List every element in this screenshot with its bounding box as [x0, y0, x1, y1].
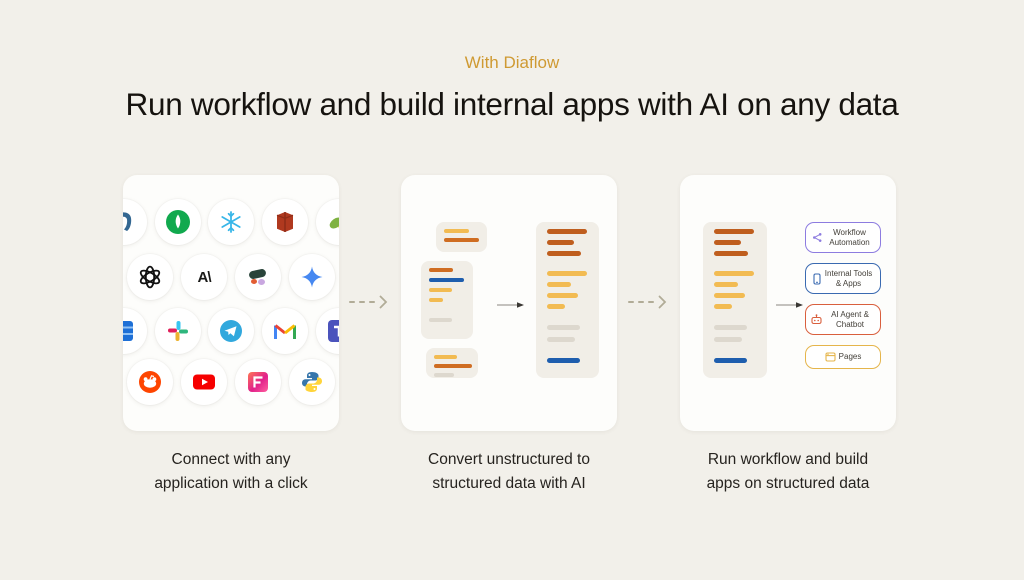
workflow-automation-chip: Workflow Automation: [805, 222, 881, 253]
robot-icon: [811, 314, 822, 325]
telegram-icon: [208, 308, 254, 354]
f-gradient-app-icon: [235, 359, 281, 405]
caption-connect: Connect with any application with a clic…: [123, 448, 339, 496]
chip-label: Workflow Automation: [829, 228, 870, 247]
unstructured-snippet-card: [421, 261, 473, 339]
chevron-right-icon: [379, 295, 388, 309]
dashed-arrow-2: [628, 295, 667, 309]
cohere-icon: [235, 254, 281, 300]
gemini-icon: [289, 254, 335, 300]
caption-line: application with a click: [154, 475, 308, 492]
caption-line: apps on structured data: [706, 475, 870, 492]
caption-line: Connect with any: [171, 451, 291, 468]
workflow-branch-icon: [812, 232, 822, 243]
caption-run: Run workflow and build apps on structure…: [680, 448, 896, 496]
chip-label: Pages: [838, 352, 862, 362]
anthropic-icon: A\: [181, 254, 227, 300]
browser-window-icon: [825, 352, 836, 362]
structured-data-card: [536, 222, 599, 378]
output-chips: Workflow Automation Internal Tools & App…: [805, 222, 881, 369]
caption-line: Convert unstructured to: [428, 451, 590, 468]
pages-chip: Pages: [805, 345, 881, 369]
caption-line: Run workflow and build: [707, 451, 869, 468]
chevron-right-icon: [658, 295, 667, 309]
run-arrow-icon: [776, 297, 804, 315]
caption-line: structured data with AI: [432, 475, 586, 492]
dashed-arrow-1: [349, 295, 388, 309]
teams-icon: [316, 308, 339, 354]
mongodb-icon: [155, 199, 201, 245]
mobile-device-icon: [812, 272, 821, 285]
ai-agent-chatbot-chip: AI Agent & Chatbot: [805, 304, 881, 335]
python-icon: [289, 359, 335, 405]
snowflake-icon: [208, 199, 254, 245]
run-workflow-card: Workflow Automation Internal Tools & App…: [680, 175, 896, 431]
caption-convert: Convert unstructured to structured data …: [401, 448, 617, 496]
slack-icon: [155, 308, 201, 354]
openai-icon: [127, 254, 173, 300]
redshift-icon: [262, 199, 308, 245]
internal-tools-chip: Internal Tools & Apps: [805, 263, 881, 294]
youtube-icon: [181, 359, 227, 405]
chip-label: Internal Tools & Apps: [824, 269, 873, 288]
postgresql-icon: [123, 199, 147, 245]
database-icon: [123, 308, 147, 354]
convert-data-card: [401, 175, 617, 431]
unstructured-snippet-card: [426, 348, 478, 378]
leaf-icon: [316, 199, 339, 245]
gmail-icon: [262, 308, 308, 354]
eyebrow-label: With Diaflow: [464, 53, 560, 72]
structured-data-card: [703, 222, 767, 378]
page-title: Run workflow and build internal apps wit…: [125, 86, 899, 122]
convert-arrow-icon: [497, 297, 525, 315]
chip-label: AI Agent & Chatbot: [831, 310, 869, 329]
unstructured-snippet-card: [436, 222, 487, 252]
reddit-icon: [127, 359, 173, 405]
connect-apps-card: A\: [123, 175, 339, 431]
